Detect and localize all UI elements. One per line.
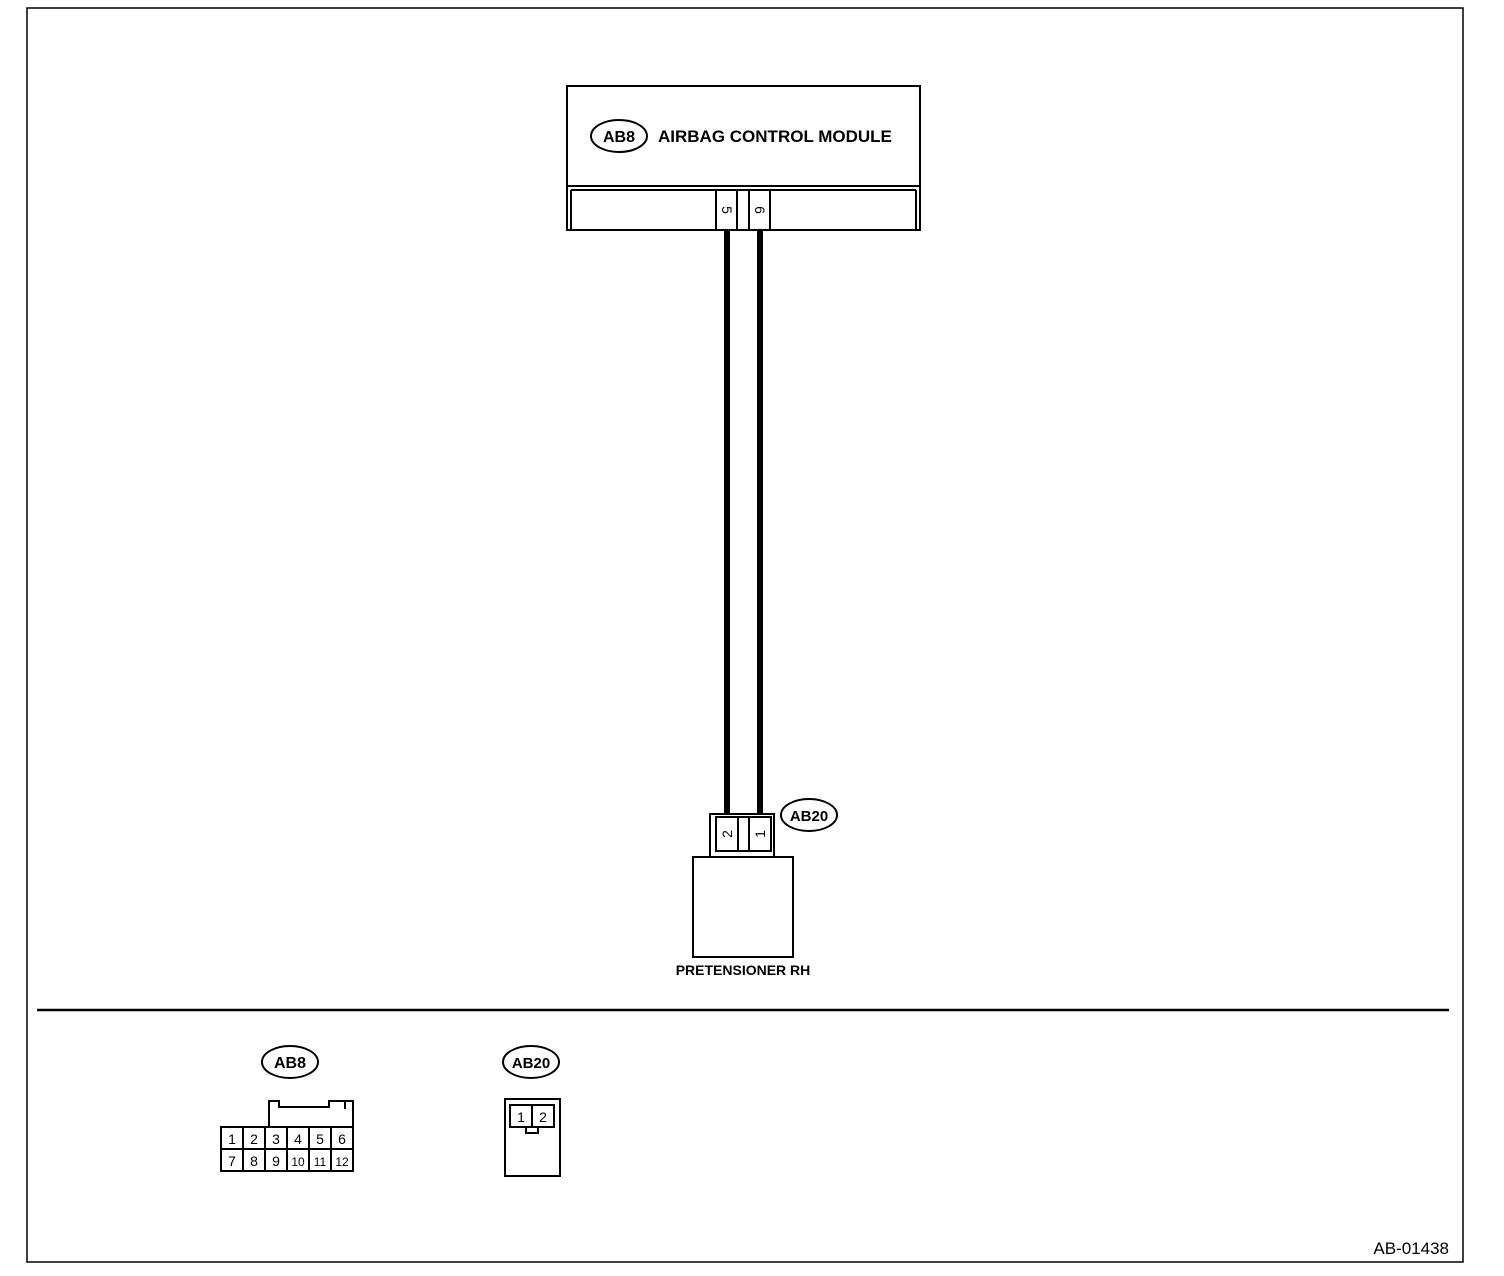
ab8-view-pin-4: 4 <box>294 1131 302 1147</box>
ab20-view-tag-oval <box>502 1045 560 1079</box>
ab8-view-pin-2: 2 <box>250 1131 258 1147</box>
pretensioner-pin-1: 1 <box>752 830 768 838</box>
ab20-connector-view: AB20 1 2 <box>502 1045 561 1177</box>
page-frame <box>26 7 1464 1263</box>
ab20-view-pin-1: 1 <box>517 1109 525 1125</box>
module-pin-6: 6 <box>752 206 768 214</box>
ab20-connector-tag-oval <box>780 798 838 832</box>
ab8-connector-tag: AB8 <box>603 129 635 146</box>
module-pin-5: 5 <box>719 206 735 214</box>
ab20-connector-tag: AB20 <box>790 808 828 825</box>
pretensioner-body <box>692 856 794 958</box>
ab8-view-tag: AB8 <box>274 1055 306 1072</box>
ab8-view-pin-3: 3 <box>272 1131 280 1147</box>
ab8-view-pin-12: 12 <box>335 1155 349 1169</box>
ab8-view-pin-8: 8 <box>250 1153 258 1169</box>
pretensioner-pin-2: 2 <box>719 830 735 838</box>
airbag-control-module: AB8 AIRBAG CONTROL MODULE 5 6 <box>566 85 921 231</box>
ab8-view-pin-11: 11 <box>314 1155 327 1169</box>
pretensioner-pin-box-1 <box>748 816 772 852</box>
ab20-view-tag: AB20 <box>512 1055 550 1072</box>
module-name-label: AIRBAG CONTROL MODULE <box>658 127 892 146</box>
ab8-view-pin-6: 6 <box>338 1131 346 1147</box>
ab8-view-pin-9: 9 <box>272 1153 280 1169</box>
pretensioner-name-label: PRETENSIONER RH <box>676 962 811 978</box>
ab8-connector-tag-oval <box>590 119 648 153</box>
ab8-view-tag-oval <box>261 1045 319 1079</box>
drawing-id: AB-01438 <box>1373 1239 1449 1258</box>
module-connector-strip <box>566 185 921 231</box>
ab8-view-pin-5: 5 <box>316 1131 324 1147</box>
ab8-view-pin-1: 1 <box>228 1131 236 1147</box>
pretensioner-pin-box-2 <box>715 816 739 852</box>
ab8-view-pin-10: 10 <box>291 1155 305 1169</box>
ab8-view-pin-7: 7 <box>228 1153 236 1169</box>
ab20-view-pin-2: 2 <box>539 1109 547 1125</box>
pretensioner-rh: 2 1 PRETENSIONER RH AB20 <box>676 798 838 978</box>
ab8-connector-view: AB8 1 2 3 4 5 6 7 8 9 10 11 12 <box>220 1045 354 1172</box>
